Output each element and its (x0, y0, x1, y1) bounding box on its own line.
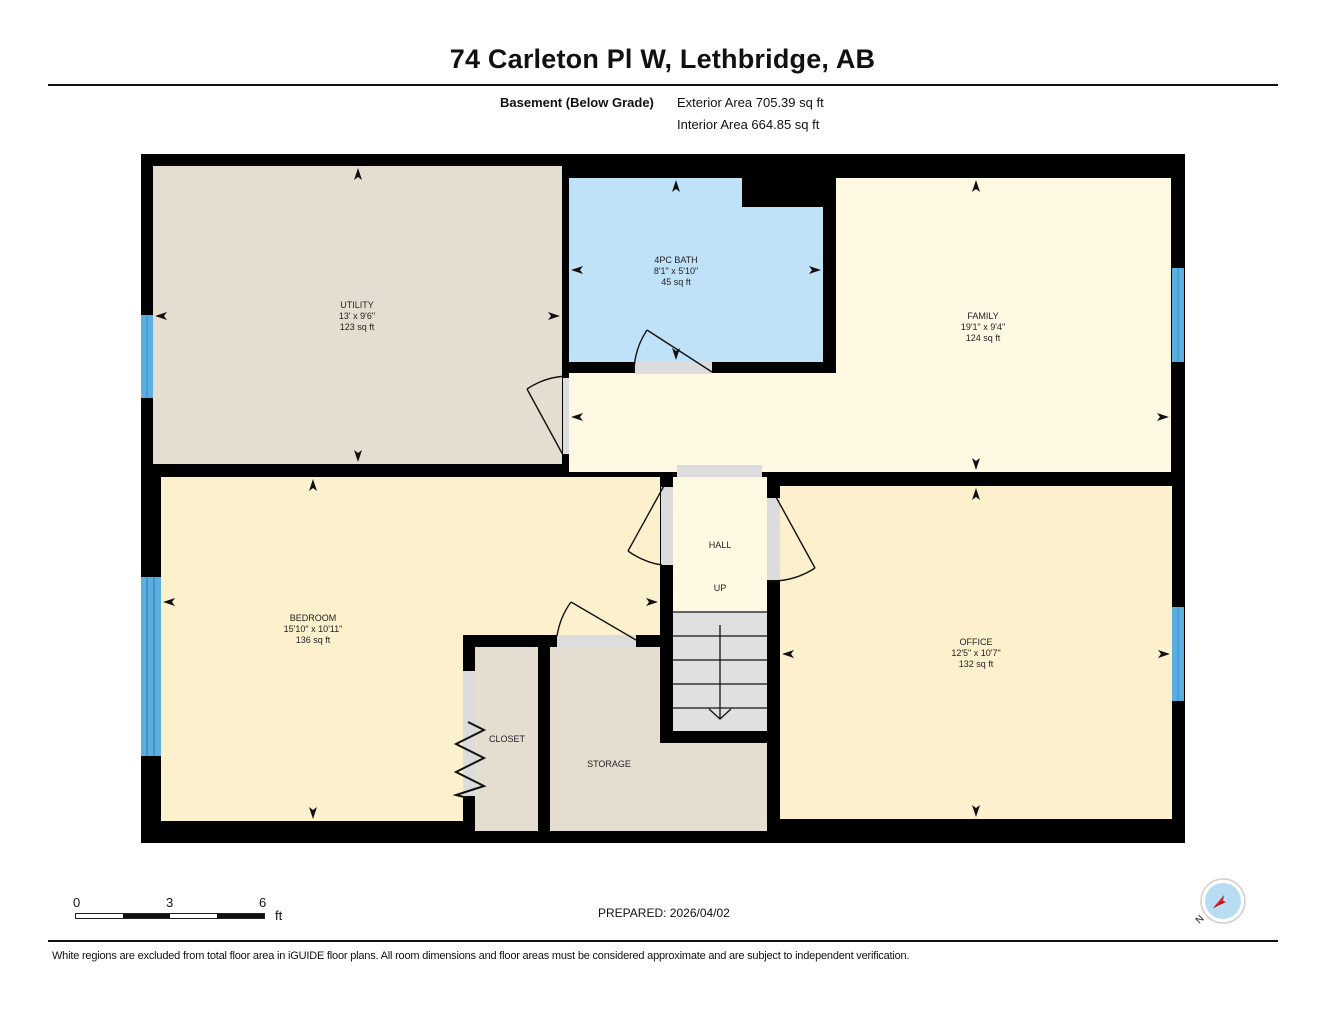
exterior-area: Exterior Area 705.39 sq ft (677, 95, 824, 110)
prepared-date: PREPARED: 2026/04/02 (598, 906, 730, 920)
utility-area: 123 sq ft (340, 322, 375, 332)
bifold-door-icon (452, 721, 487, 799)
room-family[interactable] (569, 178, 1171, 472)
floor-label: Basement (Below Grade) (500, 95, 654, 110)
scale-tick-3: 3 (166, 895, 174, 910)
family-dims: 19'1" x 9'4" (961, 322, 1005, 332)
footer-divider (48, 940, 1278, 942)
interior-area: Interior Area 664.85 sq ft (677, 117, 820, 132)
storage-name: STORAGE (587, 759, 631, 769)
closet-name: CLOSET (489, 734, 526, 744)
room-storage[interactable] (550, 647, 767, 831)
stairs-up-label: UP (714, 583, 727, 593)
disclaimer: White regions are excluded from total fl… (52, 950, 910, 962)
scale-tick-6: 6 (259, 895, 267, 910)
scale-bar (75, 913, 265, 919)
room-labels: UTILITY 13' x 9'6" 123 sq ft 4PC BATH 8'… (284, 255, 1006, 769)
dimension-markers (155, 168, 1170, 819)
bedroom-area: 136 sq ft (296, 635, 331, 645)
utility-name: UTILITY (340, 300, 374, 310)
room-4pc-bath[interactable] (569, 178, 823, 362)
compass-north-label: N (1194, 913, 1207, 926)
room-utility[interactable] (153, 166, 562, 464)
scale-unit: ft (275, 908, 283, 923)
family-area: 124 sq ft (966, 333, 1001, 343)
bedroom-dims: 15'10" x 10'11" (284, 624, 343, 634)
office-dims: 12'5" x 10'7" (951, 648, 1000, 658)
bath-dims: 8'1" x 5'10" (654, 266, 698, 276)
bath-area: 45 sq ft (661, 277, 691, 287)
bath-name: 4PC BATH (654, 255, 697, 265)
page-title: 74 Carleton Pl W, Lethbridge, AB (449, 44, 876, 74)
stairs-direction-arrow-icon (708, 625, 732, 720)
room-bedroom[interactable] (161, 477, 660, 821)
room-office[interactable] (780, 486, 1172, 819)
windows (141, 268, 1184, 756)
title-divider (48, 84, 1278, 86)
office-area: 132 sq ft (959, 659, 994, 669)
utility-dims: 13' x 9'6" (339, 311, 375, 321)
family-name: FAMILY (967, 311, 998, 321)
hall-name: HALL (709, 540, 732, 550)
office-name: OFFICE (960, 637, 993, 647)
north-compass-icon: N (1194, 878, 1246, 926)
room-hall[interactable] (673, 477, 767, 612)
door-openings (463, 362, 780, 796)
scale-tick-0: 0 (73, 895, 81, 910)
door-swings (526, 329, 816, 641)
bedroom-name: BEDROOM (290, 613, 337, 623)
room-closet[interactable] (475, 647, 538, 831)
